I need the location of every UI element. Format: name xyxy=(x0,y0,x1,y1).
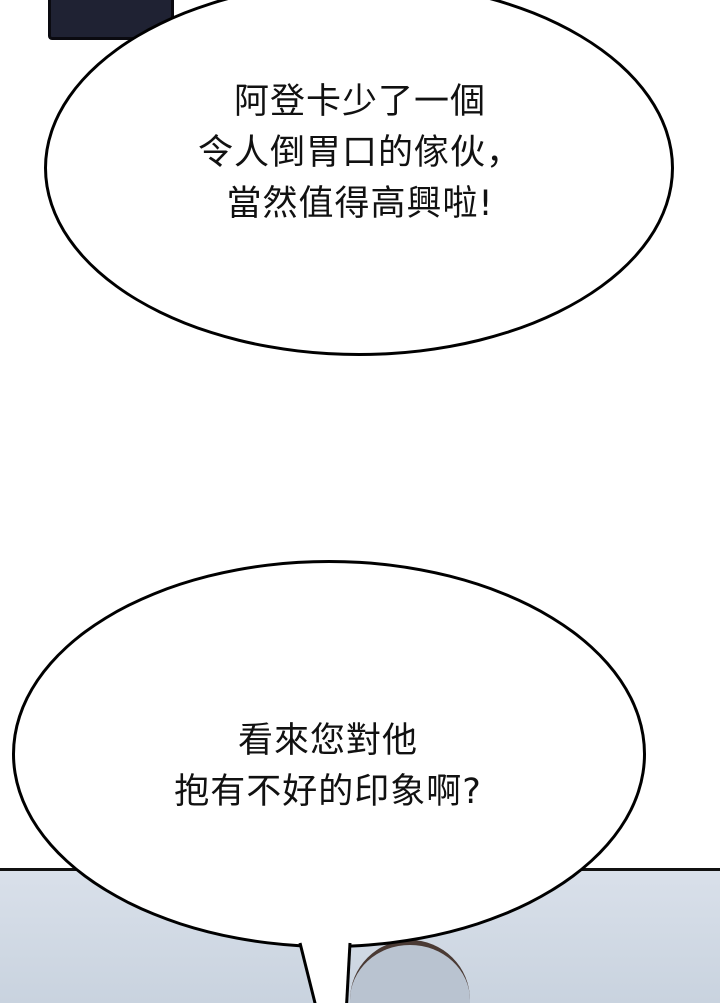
speech-line: 看來您對他 xyxy=(237,721,418,761)
speech-text-bottom: 看來您對他 抱有不好的印象啊? xyxy=(0,716,656,818)
speech-text-top: 阿登卡少了一個 令人倒胃口的傢伙， 當然值得高興啦! xyxy=(0,77,720,230)
speech-line: 當然值得高興啦! xyxy=(226,184,494,224)
speech-bubble-bottom xyxy=(12,560,646,948)
speech-bubble-tail xyxy=(298,942,352,1003)
speech-line: 令人倒胃口的傢伙， xyxy=(197,133,522,173)
speech-line: 阿登卡少了一個 xyxy=(233,82,486,122)
speech-line: 抱有不好的印象啊? xyxy=(174,772,482,812)
speech-bubble-top xyxy=(44,0,674,356)
